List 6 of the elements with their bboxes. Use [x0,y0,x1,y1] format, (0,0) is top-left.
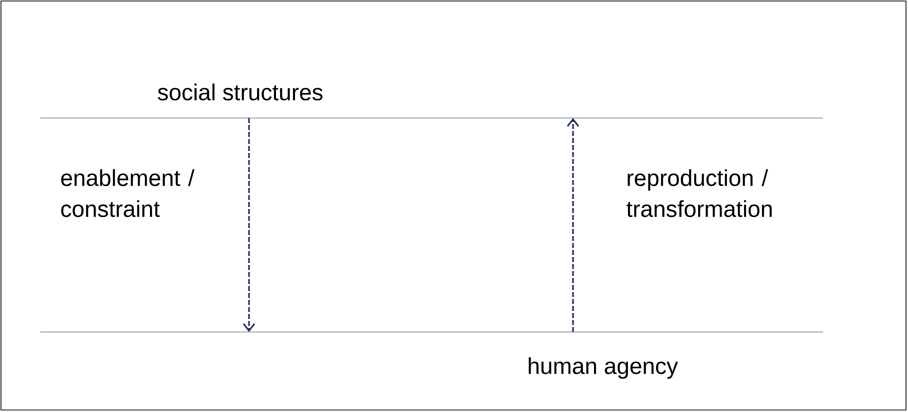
arrow [242,118,256,332]
edge-label: reproduction / transformation [626,169,772,218]
band-line: human agency [40,332,824,379]
edge-label: enablement / constraint [61,169,194,218]
arrow [566,118,580,332]
band-line: social structures [40,84,824,118]
